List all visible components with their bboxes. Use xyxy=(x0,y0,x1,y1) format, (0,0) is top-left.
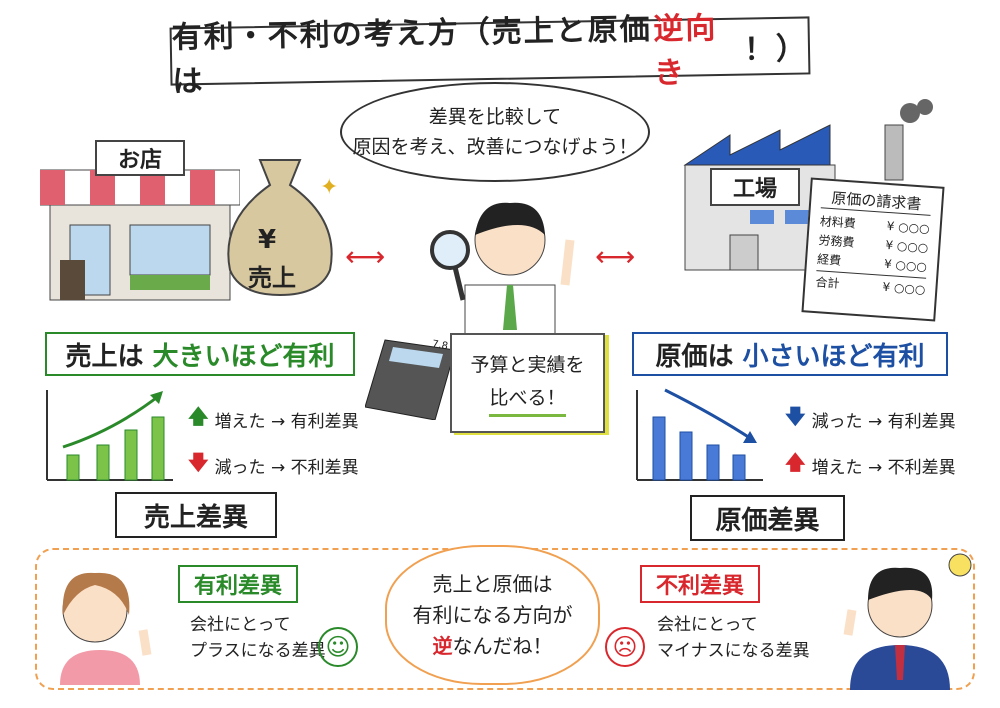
bar xyxy=(706,444,720,481)
smile-icon: ☺ xyxy=(318,627,358,667)
up-arrow-icon: 🡅 xyxy=(785,450,806,474)
presenter-illustration xyxy=(430,202,575,335)
title-text: 有利・不利の考え方（売上と原価は xyxy=(171,12,652,100)
speech-bubble: 差異を比較して 原因を考え、改善につなげよう！ xyxy=(340,82,650,182)
money-bag-icon xyxy=(227,159,333,297)
calculator-icon xyxy=(365,339,455,420)
lightbulb-icon xyxy=(948,553,972,577)
trend-arrow xyxy=(664,388,754,442)
cost-invoice: 原価の請求書 材料費¥ ○○○ 労務費¥ ○○○ 経費¥ ○○○ 合計¥ ○○○ xyxy=(801,177,945,322)
woman-illustration xyxy=(60,572,152,685)
bar xyxy=(679,431,693,481)
bar xyxy=(66,454,80,481)
up-arrow-icon: 🡅 xyxy=(188,404,209,428)
title-suffix: ！） xyxy=(743,31,809,68)
title-banner: 有利・不利の考え方（売上と原価は逆向き ！） xyxy=(169,11,811,100)
speech-line: 差異を比較して xyxy=(428,105,562,128)
notebook: 予算と実績を 比べる！ xyxy=(450,333,605,433)
bar xyxy=(151,416,165,481)
sparkle-icon: ✦ xyxy=(320,175,339,200)
notebook-line: 比べる！ xyxy=(489,382,566,417)
trend-arrow xyxy=(62,393,161,449)
shop-sign: お店 xyxy=(95,140,185,176)
money-bag-label: 売上 xyxy=(248,264,296,292)
speech-line: 原因を考え、改善につなげよう！ xyxy=(352,136,638,158)
bar xyxy=(732,454,746,481)
cost-bar-chart xyxy=(636,388,763,481)
favorable-description: 会社にとってプラスになる差異 xyxy=(190,615,326,662)
cost-heading: 原価は 小さいほど有利 xyxy=(632,332,948,376)
bar xyxy=(96,444,110,481)
sales-heading: 売上は 大きいほど有利 xyxy=(45,332,355,376)
cost-legend-down: 🡇減った → 有利差異 xyxy=(785,402,956,436)
sales-legend-down: 🡇減った → 不利差異 xyxy=(188,448,359,482)
sales-bar-chart xyxy=(46,390,173,481)
notebook-line: 予算と実績を xyxy=(470,354,585,377)
sales-variance-label: 売上差異 xyxy=(115,492,277,538)
down-arrow-icon: 🡇 xyxy=(188,450,209,474)
sales-legend-up: 🡅増えた → 有利差異 xyxy=(188,402,359,436)
double-arrow-icon: ⟷ xyxy=(345,240,386,273)
magnifier-icon xyxy=(430,230,470,270)
title-highlight: 逆向き xyxy=(653,11,718,92)
cost-variance-label: 原価差異 xyxy=(690,495,845,541)
unfavorable-description: 会社にとってマイナスになる差異 xyxy=(657,615,810,662)
favorable-variance-badge: 有利差異 xyxy=(178,565,298,603)
down-arrow-icon: 🡇 xyxy=(785,404,806,428)
bar xyxy=(124,429,138,481)
cost-legend-up: 🡅増えた → 不利差異 xyxy=(785,448,956,482)
bar xyxy=(652,416,666,481)
yen-symbol: ¥ xyxy=(258,225,277,255)
factory-sign: 工場 xyxy=(710,168,800,206)
frown-icon: ☹ xyxy=(605,627,645,667)
invoice-title: 原価の請求書 xyxy=(820,186,933,216)
thought-cloud: 売上と原価は 有利になる方向が 逆なんだね！ xyxy=(385,545,600,685)
double-arrow-icon: ⟷ xyxy=(595,240,636,273)
man-illustration xyxy=(843,553,972,690)
unfavorable-variance-badge: 不利差異 xyxy=(640,565,760,603)
